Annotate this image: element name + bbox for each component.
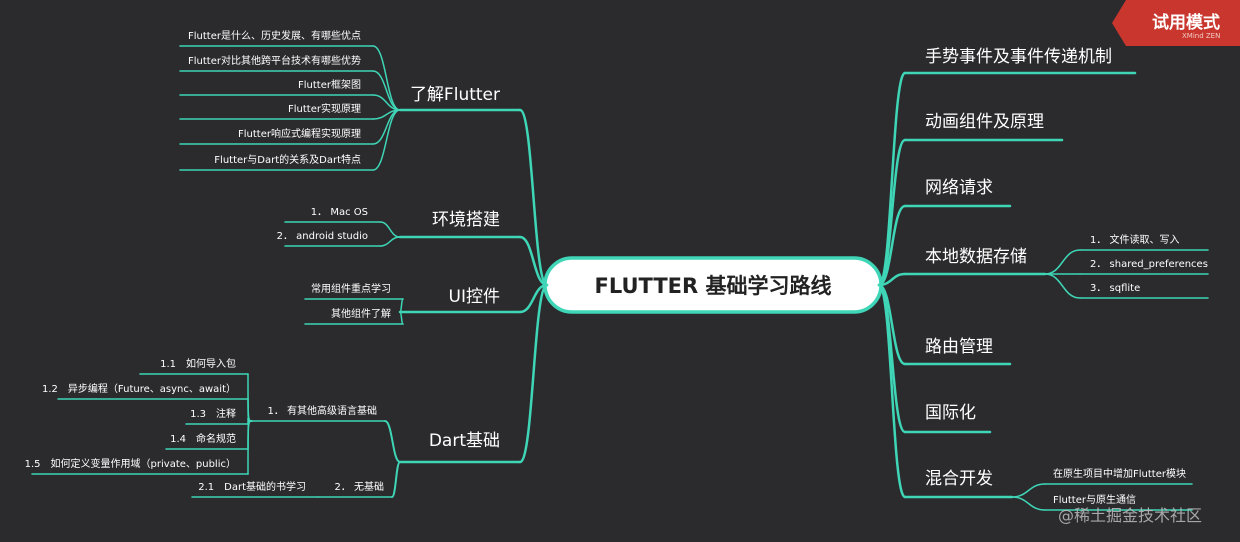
branch-label[interactable]: 了解Flutter — [410, 85, 500, 105]
branch-label[interactable]: 动画组件及原理 — [925, 112, 1044, 132]
watermark: @稀土掘金技术社区 — [1058, 506, 1203, 525]
leaf-label[interactable]: Flutter框架图 — [298, 78, 361, 91]
leaf-label[interactable]: 1.4 命名规范 — [170, 432, 236, 445]
branch-label[interactable]: 手势事件及事件传递机制 — [925, 47, 1112, 67]
branch-label[interactable]: 环境搭建 — [432, 210, 500, 230]
sub-branch-label[interactable]: 2． 无基础 — [334, 480, 384, 493]
trial-mode-sub: XMind ZEN — [1182, 32, 1221, 40]
trial-mode-label: 试用模式 — [1152, 13, 1220, 33]
leaf-label[interactable]: Flutter与原生通信 — [1053, 493, 1136, 506]
branch-connector — [518, 283, 549, 314]
leaf-label[interactable]: 在原生项目中增加Flutter模块 — [1053, 467, 1186, 480]
leaf-connector — [372, 45, 401, 111]
leaf-connector — [247, 398, 253, 422]
leaf-label[interactable]: 3． sqflite — [1090, 283, 1140, 294]
branch-connector — [877, 283, 907, 499]
leaf-connector — [1044, 273, 1081, 299]
branch-label[interactable]: Dart基础 — [429, 431, 500, 451]
leaf-connector — [1011, 496, 1046, 511]
leaf-label[interactable]: Flutter实现原理 — [288, 102, 361, 115]
leaf-connector — [372, 109, 401, 171]
leaf-label[interactable]: 常用组件重点学习 — [311, 282, 391, 295]
leaf-connector — [1011, 483, 1046, 498]
leaf-label[interactable]: 1.3 注释 — [190, 407, 236, 420]
leaf-label[interactable]: 其他组件了解 — [331, 307, 391, 320]
leaf-label[interactable]: Flutter是什么、历史发展、有哪些优点 — [188, 29, 361, 42]
leaf-label[interactable]: 1.5 如何定义变量作用域（private、public） — [25, 457, 236, 470]
leaf-connector — [399, 311, 404, 325]
branch-label[interactable]: UI控件 — [449, 287, 500, 307]
branch-connector — [518, 283, 549, 464]
leaf-connector — [399, 298, 404, 313]
root-node-label[interactable]: FLUTTER 基础学习路线 — [595, 274, 832, 298]
leaf-label[interactable]: Flutter响应式编程实现原理 — [238, 127, 361, 140]
branch-connector — [518, 108, 549, 287]
leaf-label[interactable]: 1.1 如何导入包 — [160, 357, 236, 370]
sub-branch-label[interactable]: 1． 有其他高级语言基础 — [267, 404, 377, 417]
leaf-label[interactable]: 1.2 异步编程（Future、async、await） — [42, 382, 236, 395]
branch-connector — [877, 272, 907, 287]
branch-connector — [877, 204, 907, 287]
branch-label[interactable]: 网络请求 — [925, 178, 993, 198]
leaf-connector — [379, 221, 401, 238]
trial-mode-badge[interactable]: 试用模式 XMind ZEN — [1112, 0, 1240, 46]
sub-branch-connector — [384, 420, 401, 463]
branch-label[interactable]: 路由管理 — [925, 337, 993, 357]
branch-connector — [877, 71, 907, 287]
leaf-label[interactable]: 2.1 Dart基础的书学习 — [198, 480, 306, 493]
leaf-label[interactable]: 2． shared_preferences — [1090, 259, 1208, 270]
leaf-connector — [379, 236, 401, 247]
leaf-label[interactable]: 2． android studio — [277, 231, 368, 242]
leaf-connector — [1044, 249, 1081, 275]
leaf-connector — [247, 420, 253, 475]
branch-label[interactable]: 国际化 — [925, 403, 976, 423]
leaf-label[interactable]: 1． Mac OS — [311, 207, 368, 218]
leaf-label[interactable]: Flutter与Dart的关系及Dart特点 — [214, 153, 361, 166]
branch-label[interactable]: 本地数据存储 — [925, 247, 1027, 267]
branch-connector — [877, 138, 907, 287]
leaf-label[interactable]: Flutter对比其他跨平台技术有哪些优势 — [188, 54, 361, 67]
branch-connector — [518, 235, 549, 287]
branch-label[interactable]: 混合开发 — [925, 469, 993, 489]
leaf-label[interactable]: 1． 文件读取、写入 — [1090, 233, 1180, 246]
sub-branch-connector — [391, 461, 401, 498]
